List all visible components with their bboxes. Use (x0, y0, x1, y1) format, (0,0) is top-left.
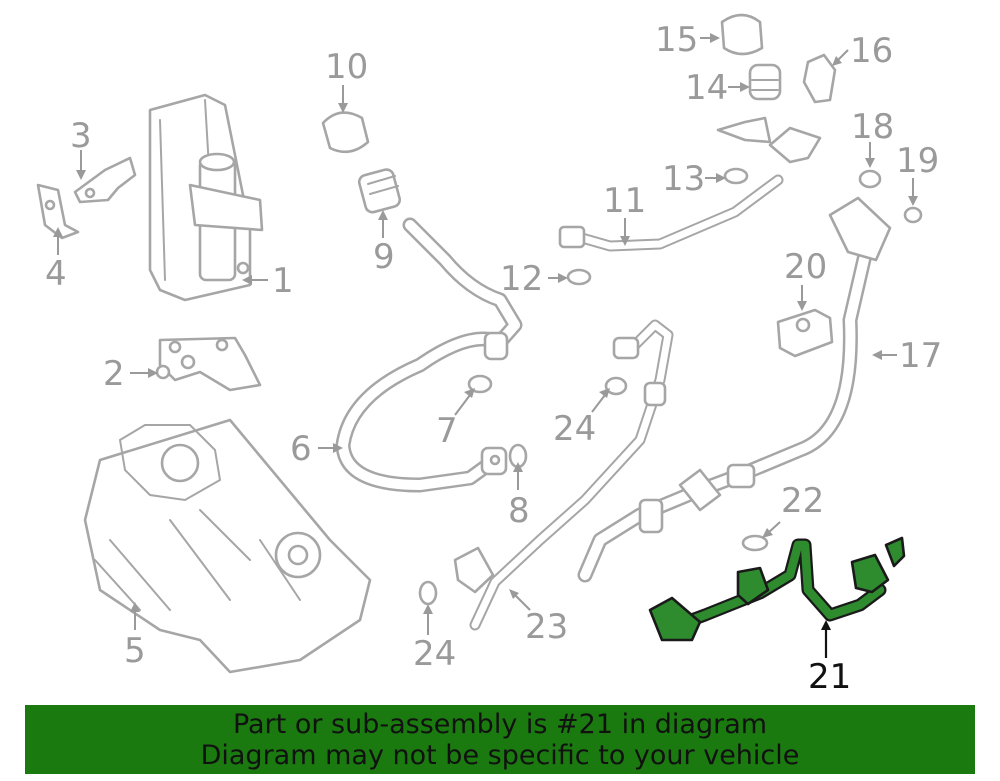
part-17-line (577, 196, 892, 583)
callout-4: 4 (45, 254, 67, 294)
part-2-bracket (155, 336, 262, 392)
callout-2: 2 (103, 354, 125, 394)
callout-17-18: 18 (851, 107, 894, 147)
o-rings (418, 167, 923, 606)
part-6-hose (335, 217, 523, 493)
callout-22: 22 (781, 481, 824, 521)
callout-5: 5 (124, 631, 146, 671)
part-5-compressor (83, 418, 372, 674)
part-15-cap (720, 13, 764, 56)
part-4-bracket (36, 183, 80, 240)
part-16-sensor (802, 53, 837, 104)
callout-17: 17 (899, 336, 942, 376)
o-ring-7 (467, 374, 493, 394)
callout-8: 8 (508, 491, 530, 531)
banner-line-2: Diagram may not be specific to your vehi… (200, 740, 800, 771)
o-ring-24b (418, 580, 438, 606)
callout-19: 19 (896, 141, 939, 181)
callout-6: 6 (290, 429, 312, 469)
part-14-valve-core (748, 63, 782, 101)
callout-24b: 24 (413, 634, 456, 674)
callout-3: 3 (70, 116, 92, 156)
callout-13: 13 (662, 159, 705, 199)
callout-20: 20 (784, 247, 827, 287)
callout-labels: 1 2 3 4 5 6 7 8 9 10 11 12 13 14 15 16 1… (45, 20, 942, 697)
callout-15: 15 (655, 20, 698, 60)
part-23-line (453, 319, 674, 631)
callout-16: 16 (850, 31, 893, 71)
parts-diagram: 1 2 3 4 5 6 7 8 9 10 11 12 13 14 15 16 1… (36, 13, 942, 697)
leader-lines (53, 33, 918, 658)
part-11-line (558, 116, 822, 252)
banner-line-1: Part or sub-assembly is #21 in diagram (232, 709, 768, 740)
o-ring-13 (723, 167, 749, 185)
callout-1: 1 (272, 261, 294, 301)
info-banner: Part or sub-assembly is #21 in diagram D… (25, 705, 975, 774)
callout-10: 10 (325, 47, 368, 87)
o-ring-12 (566, 268, 592, 286)
part-1-receiver-drier (148, 93, 264, 302)
part-9-valve-core (357, 168, 402, 214)
callout-24a: 24 (553, 409, 596, 449)
o-ring-18 (858, 169, 882, 189)
callout-9: 9 (373, 237, 395, 277)
callout-21: 21 (808, 657, 851, 697)
callout-14: 14 (685, 68, 728, 108)
o-ring-24a (604, 376, 628, 396)
callout-11: 11 (603, 181, 646, 221)
callout-7: 7 (436, 411, 458, 451)
callout-12: 12 (500, 259, 543, 299)
part-10-cap (321, 111, 370, 154)
o-ring-19 (903, 206, 923, 224)
o-ring-22 (741, 534, 769, 552)
part-20-sensor (776, 308, 834, 358)
part-21-highlighted-line (648, 536, 906, 642)
part-3-clamp (73, 156, 137, 204)
callout-23: 23 (525, 607, 568, 647)
